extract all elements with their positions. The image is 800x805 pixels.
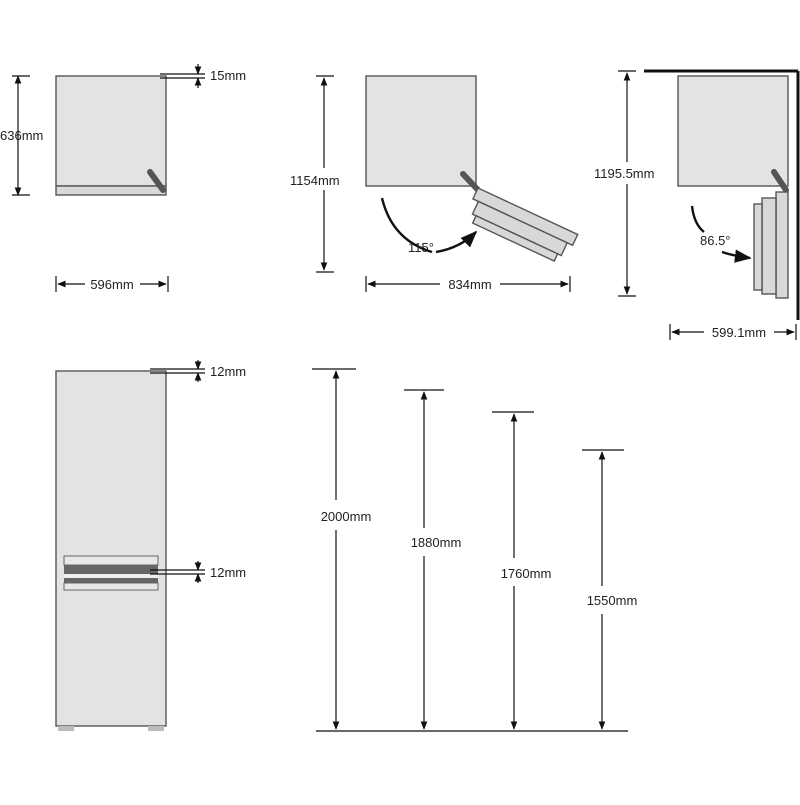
depth-label: 1154mm [290, 173, 340, 188]
foot-left [58, 726, 74, 731]
front-view: 12mm 12mm [55, 360, 246, 731]
door-handle [771, 169, 789, 193]
depth-label: 636mm [0, 128, 43, 143]
handle-bar-bottom [64, 578, 158, 583]
width-label: 834mm [448, 277, 491, 292]
door-handle [460, 171, 481, 193]
swing-arc-right [435, 230, 478, 254]
top-view-115: 115° 1154mm 834mm [290, 75, 579, 292]
mid-gap-label: 12mm [210, 565, 246, 580]
width-label: 596mm [90, 277, 133, 292]
fridge-front-body [55, 370, 167, 727]
height-label-1760: 1760mm [501, 566, 552, 581]
fridge-top-body [677, 75, 789, 187]
angle-label: 86.5° [700, 233, 731, 248]
top-view-closed: 636mm 15mm 596mm [0, 64, 246, 292]
depth-label: 1195.5mm [594, 166, 654, 181]
door-handle [147, 169, 166, 193]
gap-label: 15mm [210, 68, 246, 83]
handle-gap [64, 574, 158, 578]
swing-arc-top [690, 205, 705, 233]
opened-door [471, 187, 579, 263]
swing-arc-bottom [721, 249, 752, 263]
angle-label: 115° [408, 240, 434, 255]
fridge-top-body [55, 75, 167, 187]
height-label-2000: 2000mm [321, 509, 372, 524]
foot-right [148, 726, 164, 731]
height-label-1880: 1880mm [411, 535, 462, 550]
top-view-86: 86.5° 1195.5mm 599.1mm [594, 69, 800, 340]
handle-bar-top [64, 565, 158, 574]
height-label-1550: 1550mm [587, 593, 638, 608]
fridge-top-body [365, 75, 477, 187]
height-dimensions: 2000mm 1880mm 1760mm 1550mm [312, 368, 638, 732]
opened-door [753, 191, 789, 299]
swing-arc-left [380, 197, 433, 254]
lower-door-edge [63, 582, 159, 591]
upper-door-edge [63, 555, 159, 566]
top-gap-label: 12mm [210, 364, 246, 379]
fridge-top-door [55, 185, 167, 196]
width-label: 599.1mm [712, 325, 766, 340]
